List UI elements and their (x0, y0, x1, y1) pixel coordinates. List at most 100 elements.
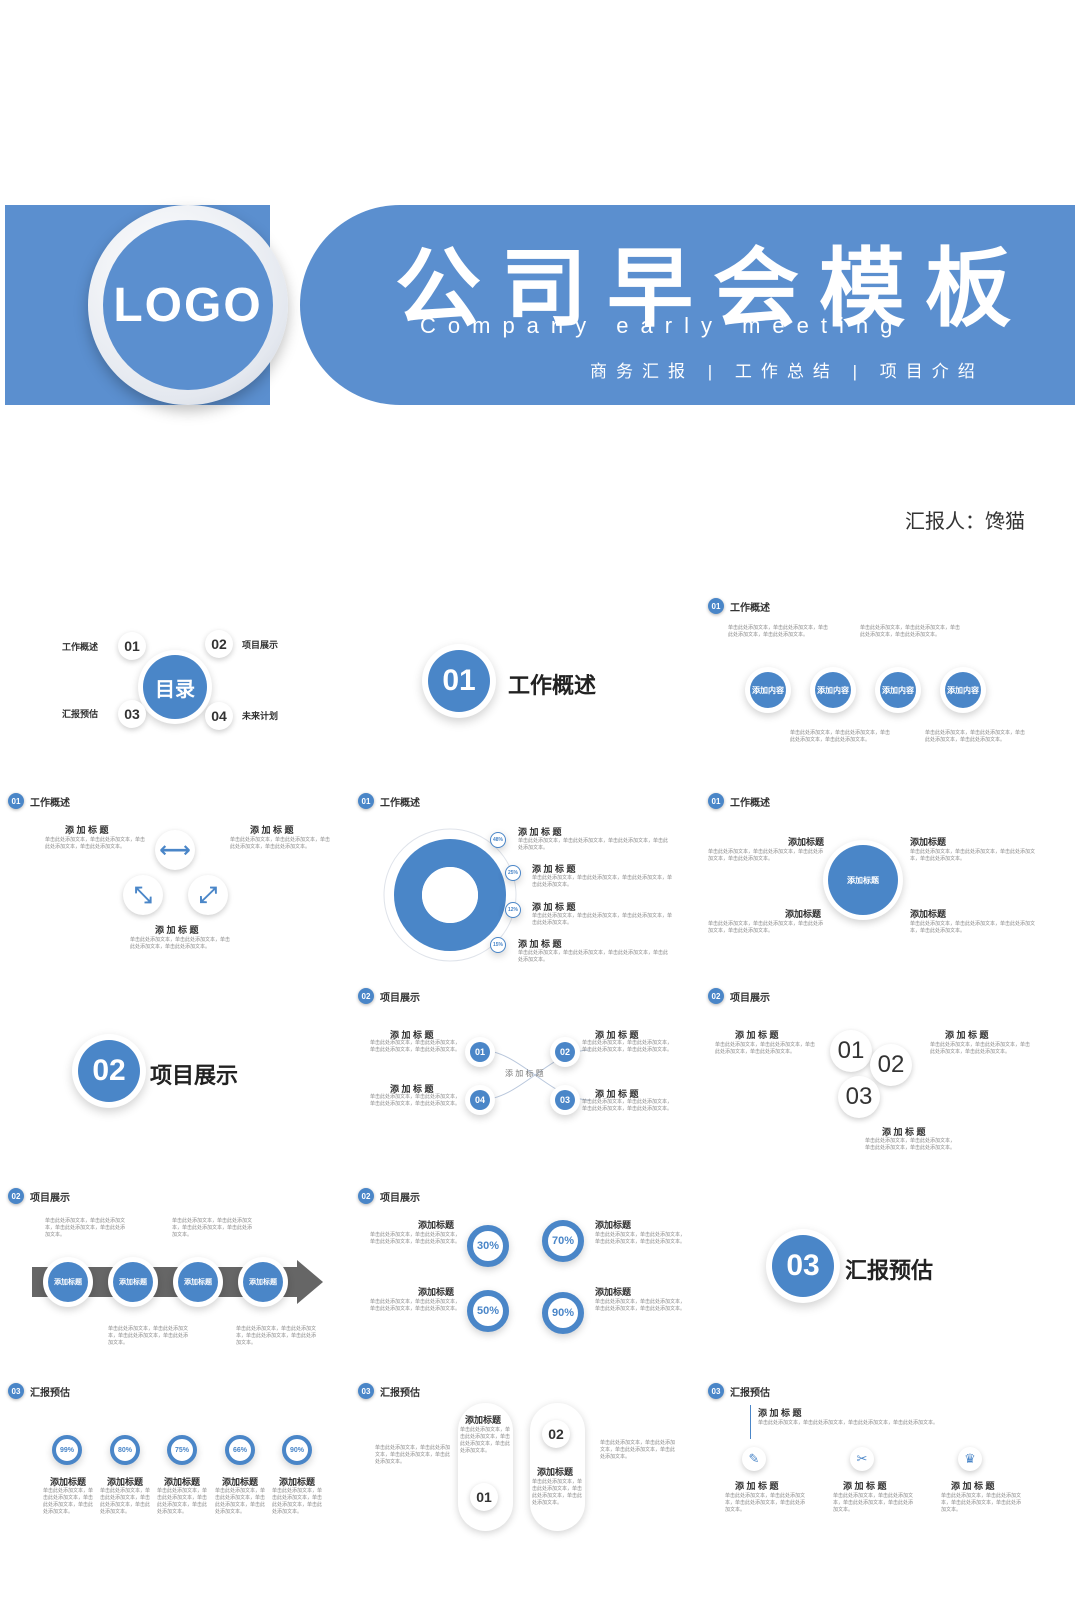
body-text: 单击此处添加文本，单击此处添加文本，单击此处添加文本，单击此处添加文本。 (370, 1232, 461, 1245)
tools-icon: ✂ (850, 1447, 874, 1471)
item-title: 添加标题 (910, 837, 947, 847)
slide-section-01[interactable]: 01 工作概述 (360, 600, 710, 790)
body-text: 单击此处添加文本，单击此处添加文本，单击此处添加文本，单击此处添加文本。 (172, 1218, 253, 1238)
body-text: 单击此处添加文本，单击此处添加文本，单击此处添加文本，单击此处添加文本。 (910, 921, 1036, 934)
body-text: 单击此处添加文本，单击此处添加文本，单击此处添加文本，单击此处添加文本。 (370, 1040, 461, 1053)
slide-section-02[interactable]: 02 项目展示 (10, 985, 360, 1175)
item-title: 添加标题 (164, 1477, 201, 1487)
banner-right-band (300, 205, 1075, 405)
item-title: 添 加 标 题 (518, 827, 562, 837)
body-text: 单击此处添加文本，单击此处添加文本，单击此处添加文本，单击此处添加文本。 (215, 1488, 266, 1515)
body-text: 单击此处添加文本，单击此处添加文本，单击此处添加文本，单击此处添加文本。 (532, 913, 673, 926)
body-text: 单击此处添加文本，单击此处添加文本，单击此处添加文本，单击此处添加文本。 (758, 1420, 939, 1426)
percent-ring: 80% (110, 1435, 140, 1465)
percent-ring: 66% (225, 1435, 255, 1465)
item-title: 添 加 标 题 (945, 1030, 989, 1040)
arrow-diagonal-icon: ⤡ (123, 875, 163, 915)
page-title: 公司早会模板 (395, 241, 1031, 337)
body-text: 单击此处添加文本，单击此处添加文本，单击此处添加文本，单击此处添加文本。 (708, 849, 824, 862)
band-circle: 添加标题 (113, 1262, 153, 1302)
body-text: 单击此处添加文本，单击此处添加文本，单击此处添加文本，单击此处添加文本。 (790, 730, 891, 743)
body-text: 单击此处添加文本，单击此处添加文本，单击此处添加文本，单击此处添加文本。 (272, 1488, 323, 1515)
section-title: 项目展示 (150, 1063, 239, 1088)
body-text: 单击此处添加文本，单击此处添加文本，单击此处添加文本，单击此处添加文本。 (600, 1440, 676, 1460)
band-circle: 添加标题 (243, 1262, 283, 1302)
item-title: 添 加 标 题 (882, 1127, 926, 1137)
item-title: 添 加 标 题 (595, 1030, 639, 1040)
percent-ring: 90% (282, 1435, 312, 1465)
item-title: 添加标题 (595, 1220, 632, 1230)
toc-label-1: 工作概述 (62, 642, 99, 652)
body-text: 单击此处添加文本，单击此处添加文本，单击此处添加文本，单击此处添加文本。 (230, 837, 331, 850)
divider (750, 1405, 751, 1439)
percent-ring: 90% (542, 1292, 584, 1334)
toc-label-3: 汇报预估 (62, 709, 99, 719)
toc-num-1: 01 (118, 632, 146, 660)
section-number: 02 (78, 1040, 140, 1102)
donut-percent: 25% (505, 865, 521, 881)
donut-percent: 48% (490, 832, 506, 848)
item-title: 添 加 标 题 (155, 925, 199, 935)
body-text: 单击此处添加文本，单击此处添加文本，单击此处添加文本，单击此处添加文本。 (582, 1099, 673, 1112)
item-title: 添加标题 (785, 909, 822, 919)
slide-toc[interactable]: 目录 01 工作概述 02 项目展示 03 汇报预估 04 未来计划 (10, 600, 360, 790)
node-03: 03 (555, 1090, 575, 1110)
content-circle: 添加内容 (750, 672, 786, 708)
body-text: 单击此处添加文本，单击此处添加文本，单击此处添加文本，单击此处添加文本。 (728, 625, 829, 638)
section-title: 工作概述 (508, 673, 597, 698)
body-text: 单击此处添加文本，单击此处添加文本，单击此处添加文本，单击此处添加文本。 (833, 1493, 914, 1513)
toc-label-4: 未来计划 (242, 711, 279, 721)
item-title: 添 加 标 题 (250, 825, 294, 835)
body-text: 单击此处添加文本，单击此处添加文本，单击此处添加文本，单击此处添加文本。 (130, 937, 231, 950)
center-title: 添 加 标 题 (505, 1069, 544, 1078)
item-title: 添 加 标 题 (390, 1030, 434, 1040)
body-text: 单击此处添加文本，单击此处添加文本，单击此处添加文本，单击此处添加文本。 (375, 1445, 451, 1465)
item-title: 添加标题 (537, 1467, 574, 1477)
content-circle: 添加内容 (880, 672, 916, 708)
body-text: 单击此处添加文本，单击此处添加文本，单击此处添加文本，单击此处添加文本。 (157, 1488, 208, 1515)
donut-chart (383, 828, 517, 962)
content-circle: 添加内容 (945, 672, 981, 708)
body-text: 单击此处添加文本，单击此处添加文本，单击此处添加文本，单击此处添加文本。 (941, 1493, 1022, 1513)
item-title: 添 加 标 题 (518, 939, 562, 949)
pill-number: 02 (542, 1420, 570, 1448)
body-text: 单击此处添加文本，单击此处添加文本，单击此处添加文本，单击此处添加文本。 (45, 837, 146, 850)
percent-ring: 99% (52, 1435, 82, 1465)
body-text: 单击此处添加文本，单击此处添加文本，单击此处添加文本，单击此处添加文本。 (45, 1218, 126, 1238)
toc-num-3: 03 (118, 700, 146, 728)
content-circle: 添加内容 (815, 672, 851, 708)
toc-center: 目录 (143, 655, 207, 719)
body-text: 单击此处添加文本，单击此处添加文本，单击此处添加文本，单击此处添加文本。 (236, 1326, 317, 1346)
number-bubble: 02 (870, 1044, 912, 1086)
item-title: 添 加 标 题 (735, 1030, 779, 1040)
body-text: 单击此处添加文本，单击此处添加文本，单击此处添加文本，单击此处添加文本。 (925, 730, 1026, 743)
slide-section-03[interactable]: 03 汇报预估 (700, 1180, 1050, 1370)
band-circle: 添加标题 (48, 1262, 88, 1302)
item-title: 添 加 标 题 (758, 1408, 802, 1418)
body-text: 单击此处添加文本，单击此处添加文本，单击此处添加文本，单击此处添加文本。 (370, 1299, 461, 1312)
section-number: 01 (428, 650, 490, 712)
item-title: 添加标题 (222, 1477, 259, 1487)
section-title: 汇报预估 (845, 1258, 934, 1283)
body-text: 单击此处添加文本，单击此处添加文本，单击此处添加文本，单击此处添加文本。 (43, 1488, 94, 1515)
item-title: 添 加 标 题 (843, 1481, 887, 1491)
toc-label-2: 项目展示 (242, 640, 279, 650)
wrench-icon: ✎ (742, 1447, 766, 1471)
body-text: 单击此处添加文本，单击此处添加文本，单击此处添加文本，单击此处添加文本。 (532, 1479, 583, 1506)
